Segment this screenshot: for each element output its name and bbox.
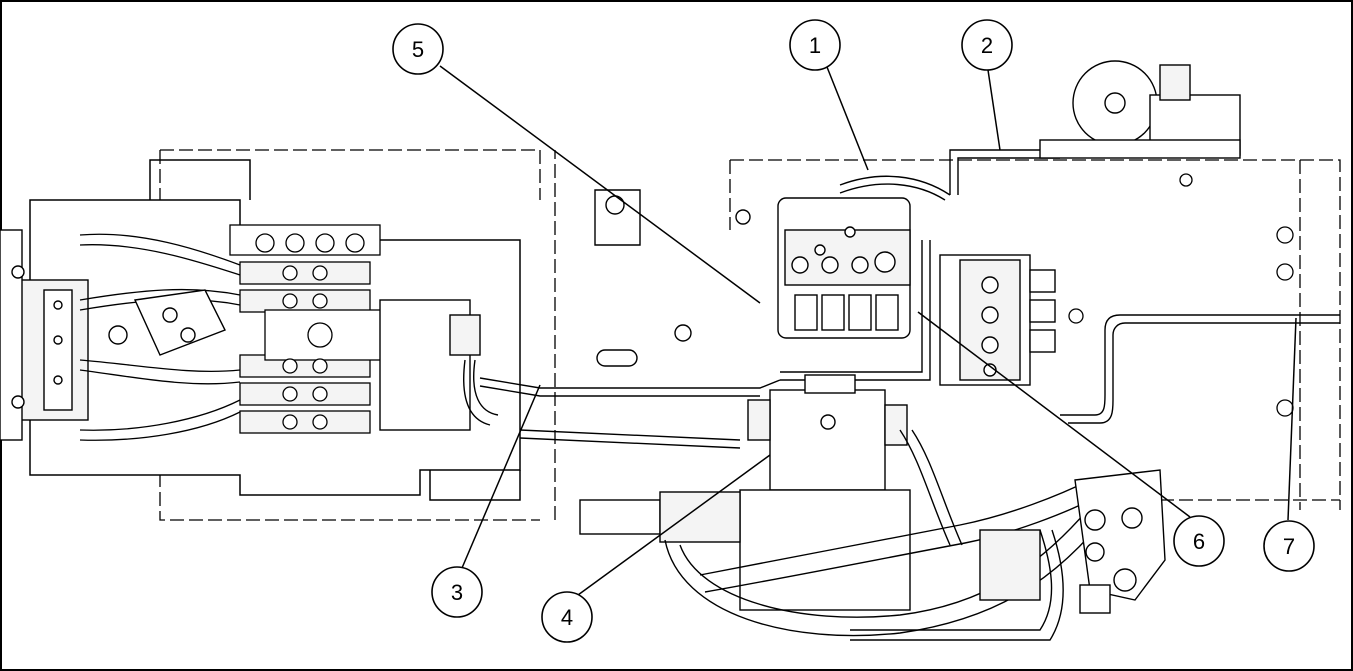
- filter-assembly: [1039, 60, 1241, 159]
- lower-hoses: [664, 429, 1116, 641]
- upper-control-valve: [777, 197, 911, 339]
- callout-6: 6: [1173, 515, 1225, 567]
- right-housing-bolts: [1068, 173, 1294, 417]
- callout-2-label: 2: [981, 33, 993, 58]
- callout-4-label: 4: [561, 605, 573, 630]
- main-tube: [479, 377, 781, 449]
- leader-5: [439, 65, 761, 304]
- callout-6-label: 6: [1193, 529, 1205, 554]
- callout-5-label: 5: [412, 37, 424, 62]
- right-control-valve: [939, 254, 1056, 386]
- adapter-plate: [108, 289, 226, 356]
- lower-right-manifold: [979, 469, 1166, 614]
- lower-pump: [579, 374, 911, 611]
- callout-7-label: 7: [1283, 534, 1295, 559]
- leader-4: [577, 454, 771, 596]
- callout-3: 3: [431, 566, 483, 618]
- mounting-bracket: [594, 189, 751, 367]
- leader-2: [987, 69, 1001, 151]
- leader-lines: [439, 65, 1297, 596]
- solenoid-valve-stack: [229, 224, 386, 434]
- leader-6: [917, 311, 1191, 518]
- callout-3-label: 3: [451, 580, 463, 605]
- callout-2: 2: [961, 19, 1013, 71]
- leader-1: [826, 66, 869, 171]
- callout-1-label: 1: [809, 33, 821, 58]
- callout-7: 7: [1263, 520, 1315, 572]
- callout-1: 1: [789, 19, 841, 71]
- callout-5: 5: [392, 23, 444, 75]
- leader-3: [461, 384, 541, 569]
- control-valve-body: [379, 299, 499, 431]
- leader-7: [1287, 317, 1297, 521]
- right-return-tube: [1060, 314, 1340, 424]
- left-hoses: [79, 233, 241, 441]
- callout-4: 4: [541, 591, 593, 643]
- left-manifold: [0, 229, 89, 441]
- upper-pipes: [780, 149, 1060, 381]
